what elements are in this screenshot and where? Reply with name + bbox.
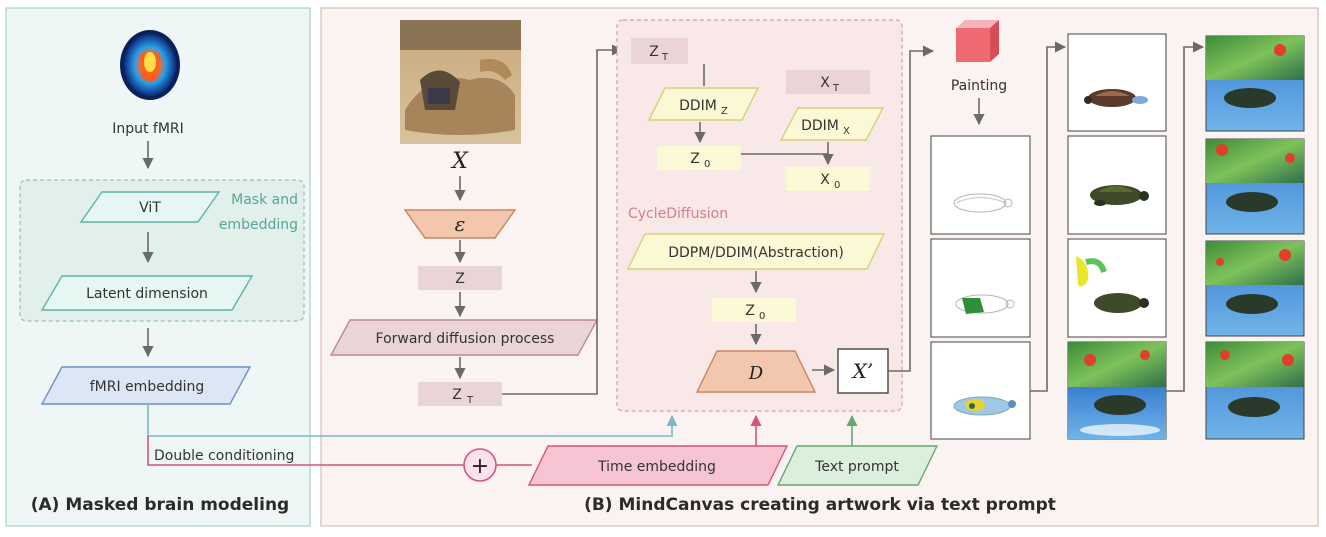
camel-image xyxy=(400,20,521,144)
vit-node xyxy=(79,191,221,223)
x-symbol: X xyxy=(450,149,469,174)
double-conditioning-label: Double conditioning xyxy=(154,448,294,464)
artwork-output-4 xyxy=(1205,341,1305,440)
painting-label: Painting xyxy=(951,78,1007,94)
turtle-sketch-1 xyxy=(953,193,1013,213)
turtle-painting-6 xyxy=(1076,256,1149,313)
zt-label: Z xyxy=(452,387,462,403)
xt-sub: T xyxy=(832,83,840,94)
turtle-painting-7 xyxy=(1068,342,1166,439)
connector-fmri-to-ddim xyxy=(147,404,678,437)
ddim-z-label: DDIM xyxy=(679,98,717,114)
ddpm-ddim-label: DDPM/DDIM(Abstraction) xyxy=(668,245,844,261)
z0-a-label: Z xyxy=(690,151,700,167)
panel-b-title: (B) MindCanvas creating artwork via text… xyxy=(584,495,1056,515)
turtle-sketch-2 xyxy=(955,294,1015,314)
ddpm-ddim-node xyxy=(626,233,886,270)
connector-col2-to-col3 xyxy=(1166,41,1205,392)
x-prime-label: X’ xyxy=(851,359,874,383)
input-fmri-label: Input fMRI xyxy=(112,121,184,137)
mask-label-line1: Mask and xyxy=(231,192,298,208)
z0-a-sub: 0 xyxy=(704,159,710,170)
ddim-x-label: DDIM xyxy=(801,118,839,134)
z-label: Z xyxy=(455,271,465,287)
connector-zt-to-cycle xyxy=(502,44,624,395)
painting-step-3 xyxy=(930,341,1031,440)
turtle-painting-4 xyxy=(1084,89,1148,107)
x0-node xyxy=(786,167,870,191)
z-node xyxy=(418,266,502,290)
z0-b-label: Z xyxy=(745,303,755,319)
fmri-embedding-label: fMRI embedding xyxy=(90,379,205,395)
encoder-label: ε xyxy=(455,212,466,236)
forward-diffusion-node xyxy=(329,319,599,356)
painting-step-6 xyxy=(1067,238,1167,338)
painting-cube-icon xyxy=(956,20,999,62)
turtle-painting-5 xyxy=(1090,185,1149,206)
connector-xprime-to-painting xyxy=(888,45,935,372)
latent-dimension-label: Latent dimension xyxy=(86,286,208,302)
latent-dimension-node xyxy=(40,275,254,311)
decoder-node xyxy=(695,350,817,393)
fmri-embedding-node xyxy=(40,366,252,405)
ddim-x-node xyxy=(779,107,885,141)
artwork-output-1 xyxy=(1205,35,1305,132)
painting-step-1 xyxy=(930,135,1031,235)
x-prime-node xyxy=(837,348,889,394)
x0-label: X xyxy=(820,172,830,188)
time-embedding-label: Time embedding xyxy=(597,459,716,475)
cycle-zt-node xyxy=(631,38,688,64)
cycle-diffusion-label: CycleDiffusion xyxy=(628,206,728,222)
z0-b-sub: 0 xyxy=(759,311,765,322)
decoder-label: D xyxy=(748,363,764,384)
mask-label-line2: embedding xyxy=(219,217,298,233)
text-prompt-node xyxy=(776,445,939,486)
ddim-z-sub: Z xyxy=(721,106,728,117)
connector-double-conditioning xyxy=(147,436,464,466)
cycle-zt-sub: T xyxy=(661,52,669,63)
z0-b-node xyxy=(712,298,796,322)
zt-sub: T xyxy=(466,395,474,406)
panel-a-title: (A) Masked brain modeling xyxy=(31,495,289,515)
z0-a-node xyxy=(657,146,741,170)
ddim-x-sub: X xyxy=(843,126,850,137)
vit-label: ViT xyxy=(139,200,161,216)
cycle-zt-label: Z xyxy=(649,44,659,60)
text-prompt-label: Text prompt xyxy=(814,459,899,475)
ddim-z-node xyxy=(647,87,760,121)
painting-step-4 xyxy=(1067,33,1167,132)
artwork-output-3 xyxy=(1205,240,1305,337)
x0-sub: 0 xyxy=(834,180,840,191)
painting-step-2 xyxy=(930,238,1031,338)
forward-diffusion-label: Forward diffusion process xyxy=(376,331,555,347)
connector-col1-to-col2 xyxy=(1030,41,1067,392)
brain-fmri-image xyxy=(120,30,180,100)
time-embedding-node xyxy=(527,445,789,486)
zt-node xyxy=(418,382,502,406)
xt-label: X xyxy=(820,75,830,91)
xt-node xyxy=(786,70,870,94)
painting-step-5 xyxy=(1067,135,1167,235)
plus-label: + xyxy=(471,454,489,479)
encoder-node xyxy=(403,209,517,239)
turtle-sketch-3 xyxy=(953,396,1016,416)
artwork-output-2 xyxy=(1205,138,1305,235)
